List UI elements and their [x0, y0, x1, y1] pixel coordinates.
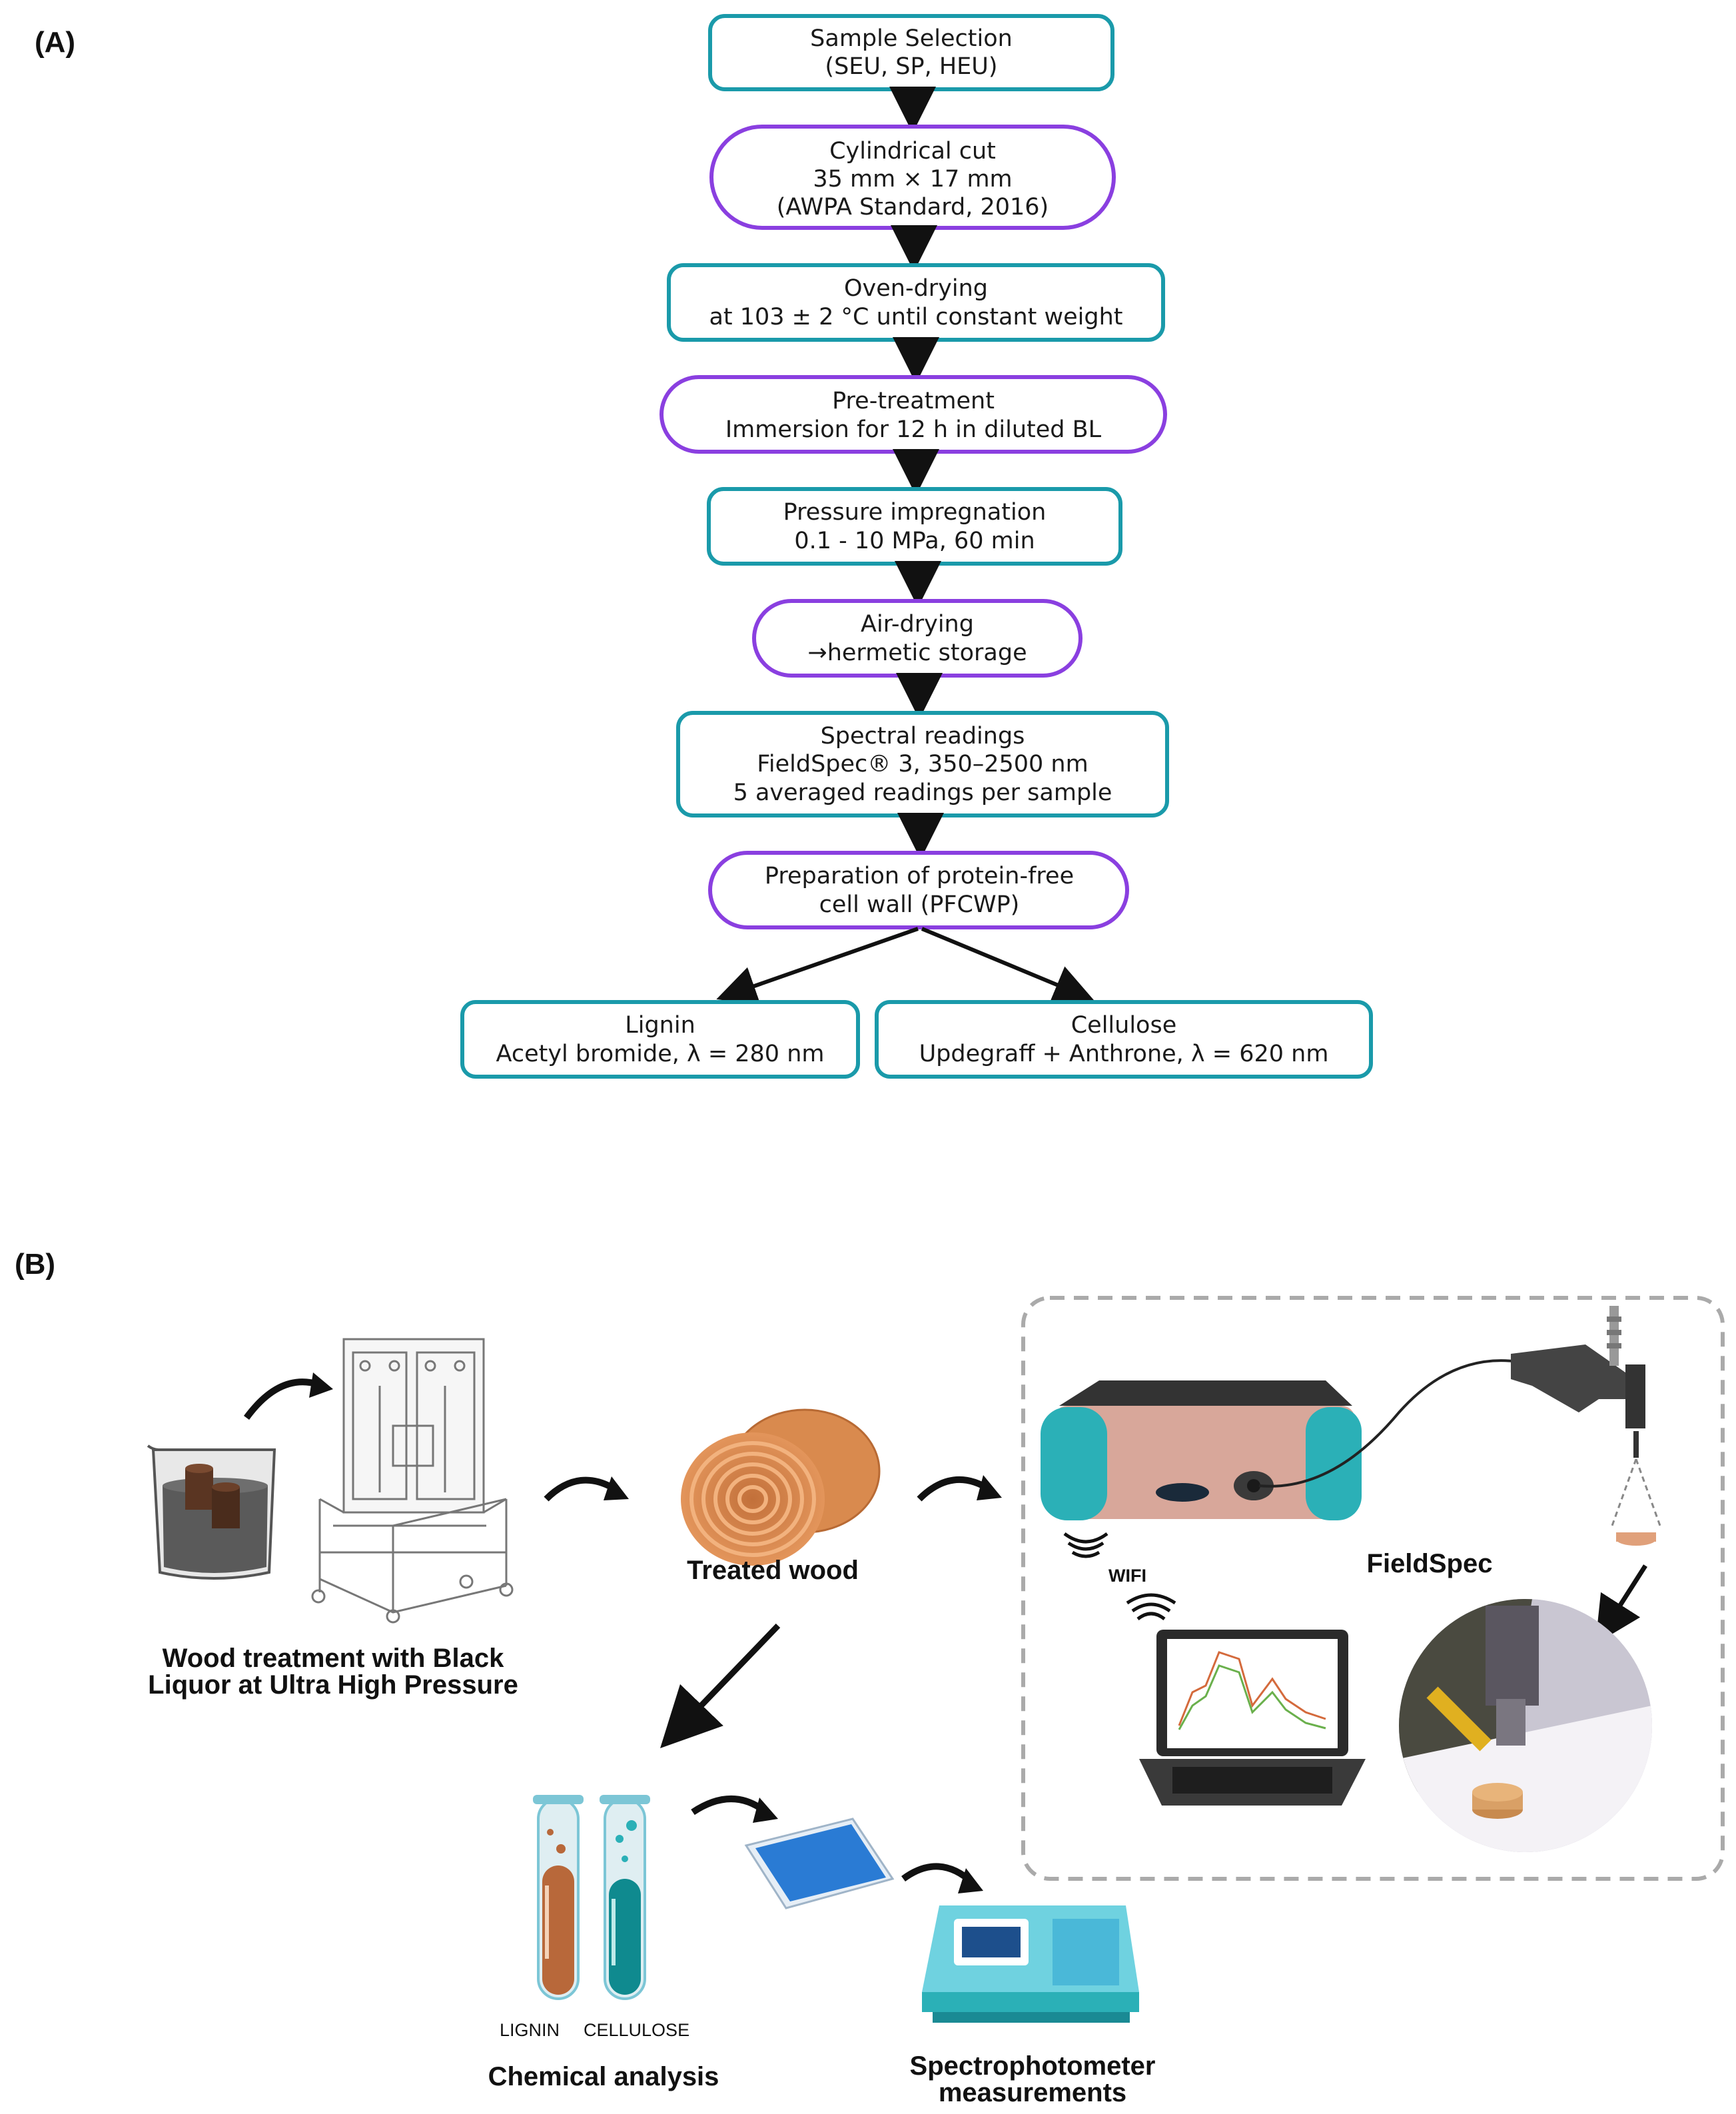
branch-box: [875, 1000, 1373, 1079]
step-text-line: FieldSpec® 3, 350–2500 nm: [757, 751, 1088, 778]
spectrophotometer-illustration: [922, 1905, 1139, 2023]
fieldspec-setup-box: [1021, 1296, 1725, 1881]
analysis-arrow: [660, 1623, 781, 1748]
wood-treatment-label-line: Wood treatment with Black: [163, 1644, 504, 1673]
lignin-tube-label: LIGNIN: [500, 2020, 560, 2040]
fieldspec-label: FieldSpec: [1367, 1549, 1493, 1578]
step-text-line: Immersion for 12 h in diluted BL: [725, 416, 1102, 443]
arrowhead: [753, 1798, 778, 1823]
arrowhead: [958, 1868, 983, 1893]
treated-wood-illustration: [681, 1408, 881, 1566]
step-text-line: (SEU, SP, HEU): [825, 53, 997, 80]
cellulose-tube-label: CELLULOSE: [584, 2020, 689, 2040]
step-spectral-readings: Spectral readings FieldSpec® 3, 350–2500…: [676, 711, 1169, 817]
branch-box: [460, 1000, 860, 1079]
wood-treatment-label-line: Liquor at Ultra High Pressure: [148, 1670, 518, 1700]
fiber-cable: [1258, 1359, 1519, 1488]
arrowhead: [977, 1475, 1002, 1500]
chemical-analysis-label: Chemical analysis: [488, 2062, 719, 2091]
step-text-line: Preparation of protein-free: [765, 863, 1074, 889]
probe-arrow: [1595, 1564, 1647, 1644]
step-text-line: 0.1 - 10 MPa, 60 min: [794, 528, 1035, 554]
laptop-illustration: [1139, 1630, 1366, 1806]
pressure-machine-illustration: [311, 1338, 514, 1624]
step-text-line: (AWPA Standard, 2016): [777, 194, 1049, 221]
branch-text-line: Acetyl bromide, λ = 280 nm: [496, 1041, 825, 1067]
step-cylindrical-cut: Cylindrical cut 35 mm × 17 mm (AWPA Stan…: [709, 125, 1116, 230]
wifi-icon: [1063, 1532, 1108, 1558]
step-text-line: Pressure impregnation: [783, 499, 1047, 526]
microplate-illustration: [744, 1818, 895, 1909]
wood-sample-1: [185, 1468, 213, 1510]
branch-arrow-lignin: [716, 927, 919, 1005]
panel-a-label: (A): [35, 26, 75, 59]
step-pfcwp: Preparation of protein-free cell wall (P…: [708, 851, 1129, 929]
step-air-drying: Air-drying →hermetic storage: [752, 599, 1083, 678]
panel-b-label: (B): [15, 1248, 55, 1281]
step-text-line: Pre-treatment: [832, 388, 995, 414]
beaker-illustration: [147, 1444, 276, 1580]
curved-arrow: [691, 1796, 769, 1816]
step-text-line: 35 mm × 17 mm: [813, 166, 1012, 193]
lignin-tube-illustration: [533, 1795, 584, 2000]
spectrophotometer-label-line: measurements: [939, 2078, 1126, 2107]
branch-cellulose: Cellulose Updegraff + Anthrone, λ = 620 …: [875, 1000, 1373, 1079]
step-text-line: →hermetic storage: [807, 640, 1027, 666]
branch-text-line: Lignin: [625, 1012, 695, 1039]
treated-wood-label: Treated wood: [687, 1556, 859, 1585]
step-oven-drying: Oven-drying at 103 ± 2 °C until constant…: [667, 263, 1165, 342]
spectrophotometer-label-line: Spectrophotometer: [910, 2051, 1156, 2081]
step-text-line: 5 averaged readings per sample: [733, 780, 1112, 806]
branch-arrow-cellulose: [921, 927, 1094, 1003]
step-text-line: Spectral readings: [821, 723, 1025, 750]
arrowhead: [309, 1372, 333, 1398]
branch-text-line: Updegraff + Anthrone, λ = 620 nm: [919, 1041, 1329, 1067]
curved-arrow: [243, 1378, 320, 1420]
wifi-icon: [1126, 1593, 1176, 1621]
cellulose-tube-illustration: [600, 1795, 650, 2000]
measurement-photo: [1399, 1599, 1652, 1852]
step-text-line: at 103 ± 2 °C until constant weight: [709, 304, 1122, 330]
fieldspec-device-illustration: [1041, 1380, 1362, 1520]
step-pre-treatment: Pre-treatment Immersion for 12 h in dilu…: [659, 375, 1167, 454]
arrowhead: [604, 1476, 629, 1500]
branch-lignin: Lignin Acetyl bromide, λ = 280 nm: [460, 1000, 860, 1079]
wood-sample-2: [212, 1487, 240, 1528]
step-pill: [708, 851, 1129, 929]
step-text-line: Air-drying: [861, 611, 974, 638]
flowchart: Sample Selection (SEU, SP, HEU) Cylindri…: [460, 14, 1373, 1079]
step-text-line: Cylindrical cut: [829, 138, 996, 165]
branch-text-line: Cellulose: [1071, 1012, 1177, 1039]
step-text-line: Sample Selection: [810, 25, 1013, 52]
step-sample-selection: Sample Selection (SEU, SP, HEU): [708, 14, 1114, 91]
step-text-line: cell wall (PFCWP): [819, 891, 1020, 918]
step-text-line: Oven-drying: [844, 275, 988, 302]
pistol-grip-probe: [1511, 1306, 1661, 1546]
step-pressure-impregnation: Pressure impregnation 0.1 - 10 MPa, 60 m…: [707, 487, 1122, 566]
wifi-label: WIFI: [1108, 1566, 1146, 1586]
